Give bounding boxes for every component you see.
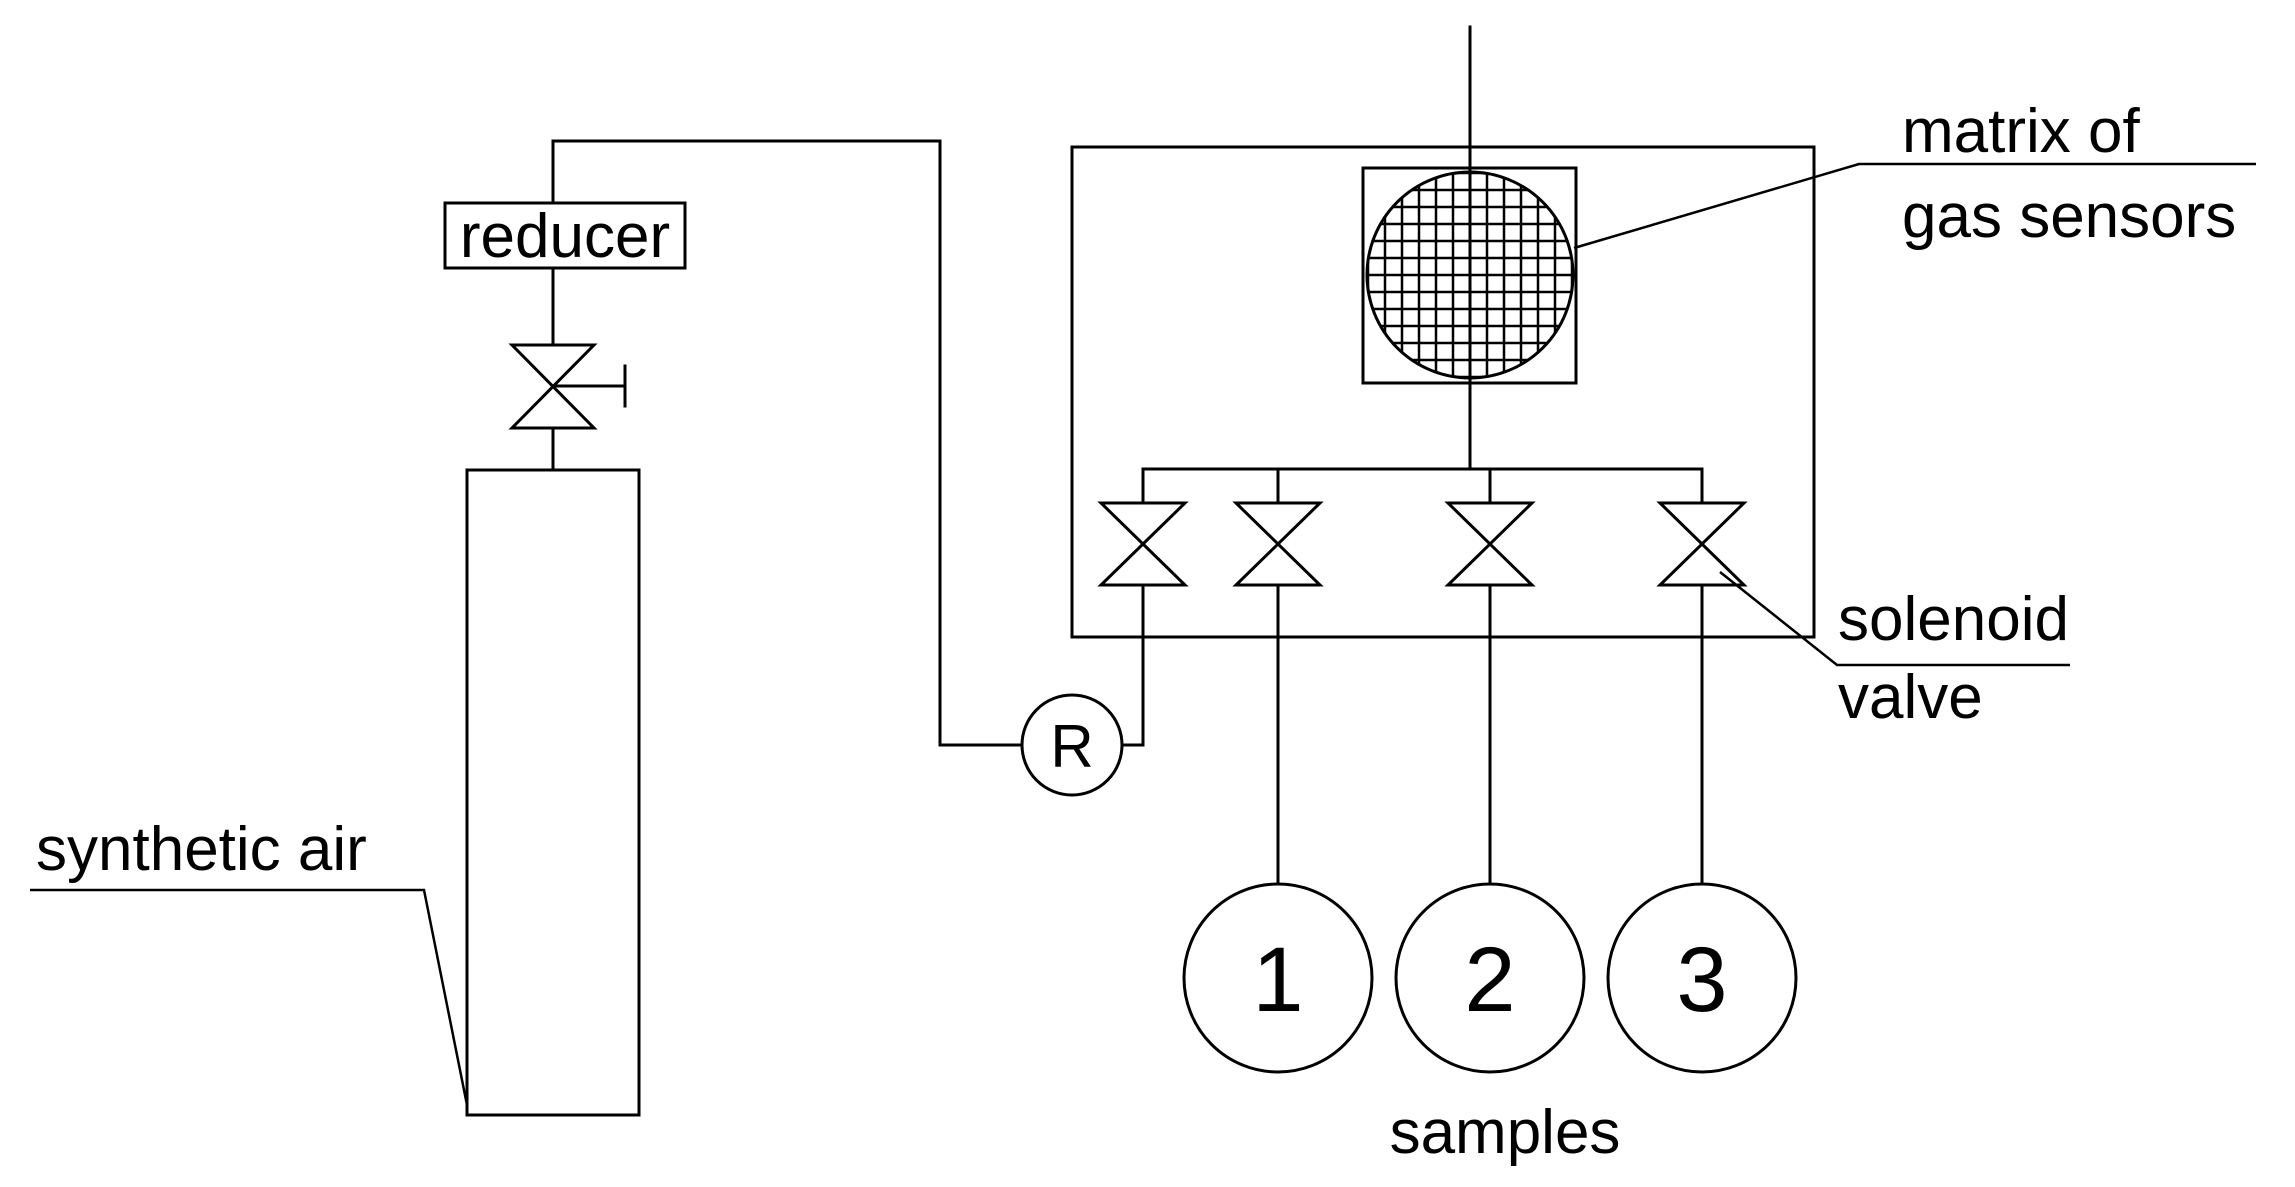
solenoid-valve-3-icon bbox=[1444, 501, 1536, 587]
synthetic-air-label: synthetic air bbox=[36, 815, 367, 884]
synthetic-air-leader-line bbox=[30, 888, 469, 1106]
samples-label: samples bbox=[1390, 1098, 1621, 1167]
gas-cylinder bbox=[465, 468, 641, 1117]
solenoid-label-line2: valve bbox=[1838, 663, 1983, 732]
solenoid-label-line1: solenoid bbox=[1838, 585, 2069, 654]
solenoid-valve-4-icon bbox=[1656, 501, 1748, 587]
sample-vessel-3-number: 3 bbox=[1676, 929, 1727, 1031]
manual-valve-icon bbox=[508, 343, 627, 430]
gas-sensor-matrix-grid-icon bbox=[1365, 170, 1575, 380]
sample-vessel-2 bbox=[1394, 882, 1586, 1074]
sensor-chamber-enclosure bbox=[1070, 145, 1816, 639]
reducer-label: reducer bbox=[460, 202, 670, 271]
sample-vessel-1-number: 1 bbox=[1252, 929, 1303, 1031]
flow-regulator-label: R bbox=[1050, 713, 1093, 780]
supply-line-pipe bbox=[551, 139, 1024, 747]
sample-vessel-2-number: 2 bbox=[1464, 929, 1515, 1031]
sample-vessel-1 bbox=[1182, 882, 1374, 1074]
reducer-box bbox=[443, 201, 687, 270]
regulator-outlet-pipe bbox=[1120, 583, 1145, 747]
sample-vessel-3 bbox=[1606, 882, 1798, 1074]
sensor-matrix-frame bbox=[1361, 166, 1578, 385]
matrix-label-line2: gas sensors bbox=[1902, 182, 2236, 251]
solenoid-valve-1-icon bbox=[1097, 501, 1189, 587]
solenoid-leader-line bbox=[1719, 571, 2070, 667]
matrix-leader-line bbox=[1573, 162, 2256, 250]
matrix-label-line1: matrix of bbox=[1902, 97, 2140, 166]
solenoid-valve-2-icon bbox=[1232, 501, 1324, 587]
